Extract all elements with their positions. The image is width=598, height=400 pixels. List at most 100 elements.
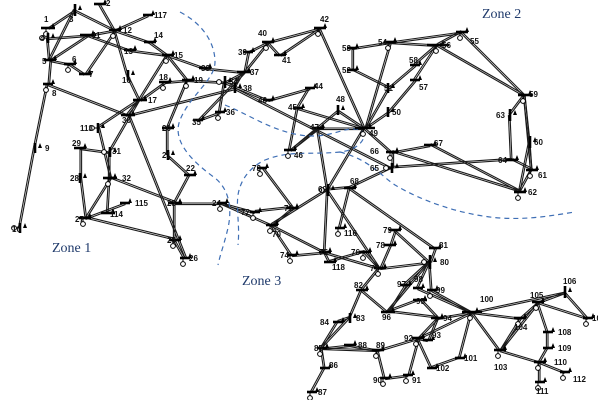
bus-label-6: 6 [72, 55, 77, 64]
load-arrow-icon [475, 307, 479, 312]
line-26-30-parallel [128, 114, 187, 258]
line-101-102-parallel [431, 355, 460, 368]
line-63-64-parallel [507, 115, 511, 161]
line-100-103-parallel [470, 312, 500, 352]
line-105-107 [537, 301, 589, 319]
load-arrow-icon [91, 30, 95, 35]
line-80-97 [404, 261, 431, 286]
line-13-15 [129, 49, 169, 56]
load-arrow-icon [433, 257, 437, 262]
line-109-110 [539, 347, 549, 363]
load-arrow-icon [193, 170, 197, 175]
load-arrow-icon [355, 43, 359, 48]
load-arrow-icon [225, 198, 229, 203]
line-68-116 [339, 187, 351, 229]
load-arrow-icon [541, 297, 545, 302]
load-arrow-icon [178, 198, 182, 203]
line-98-100-parallel [417, 288, 472, 314]
generator-icon [380, 381, 386, 387]
line-64-65-parallel [391, 157, 512, 167]
line-22-23 [174, 174, 191, 204]
line-94-95 [419, 299, 438, 319]
load-arrow-icon [465, 27, 469, 32]
line-51-52 [351, 69, 389, 89]
load-arrow-icon [113, 147, 117, 152]
generator-icon [375, 271, 381, 277]
bus-label-109: 109 [558, 344, 572, 353]
bus-label-15: 15 [174, 51, 183, 60]
bus-label-2: 2 [106, 0, 111, 8]
line-14-15 [149, 41, 169, 56]
line-70-75 [271, 224, 326, 253]
load-arrow-icon [368, 247, 372, 252]
line-24-72 [221, 202, 256, 213]
bus-label-48: 48 [336, 95, 345, 104]
line-100-103 [471, 311, 501, 351]
line-80-98-parallel [416, 261, 430, 288]
line-103-110 [499, 349, 541, 363]
bus-label-57: 57 [419, 83, 428, 92]
bus-label-97: 97 [397, 280, 406, 289]
line-2-12-parallel [98, 4, 115, 32]
load-arrow-icon [323, 23, 327, 28]
bus-label-33: 33 [201, 64, 210, 73]
bus-label-45: 45 [288, 103, 297, 112]
load-arrow-icon [393, 240, 397, 245]
load-arrow-icon [388, 373, 392, 378]
bus-label-116: 116 [344, 229, 357, 238]
line-43-44-parallel [268, 89, 311, 103]
line-70-71 [271, 207, 293, 226]
line-51-52-parallel [352, 68, 389, 88]
line-93-94 [427, 317, 438, 341]
line-30-38 [127, 87, 236, 116]
bus-label-43: 43 [258, 96, 267, 105]
bus-label-93: 93 [432, 331, 441, 340]
generator-icon [183, 83, 189, 89]
generator-icon [535, 365, 541, 371]
line-82-83-parallel [348, 289, 362, 318]
line-71-73 [261, 167, 293, 209]
line-49-54 [364, 41, 391, 129]
line-94-96 [387, 311, 438, 319]
bus-label-25: 25 [167, 236, 176, 245]
generator-icon [65, 67, 71, 73]
line-74-75-parallel [292, 253, 326, 258]
bus-label-18: 18 [159, 73, 168, 82]
bus-label-30: 30 [122, 116, 131, 125]
line-15-19-parallel [166, 55, 188, 82]
line-69-75 [324, 189, 329, 253]
generator-icon [421, 259, 427, 265]
bus-label-13: 13 [124, 47, 133, 56]
generator-icon [215, 115, 221, 121]
line-84-85 [321, 321, 339, 349]
line-85-86 [321, 347, 326, 369]
line-77-82-parallel [360, 266, 380, 290]
line-96-97-parallel [388, 285, 407, 314]
bus-label-24: 24 [212, 199, 221, 208]
line-94-96-parallel [388, 309, 438, 317]
bus-label-21: 21 [162, 151, 171, 160]
load-arrow-icon [178, 235, 182, 240]
generator-icon [180, 261, 186, 267]
bus-label-7: 7 [89, 70, 94, 79]
bus-label-54: 54 [378, 38, 387, 47]
line-66-67-parallel [392, 146, 431, 155]
load-arrow-icon [391, 83, 395, 88]
load-arrow-icon [523, 187, 527, 192]
line-76-77-parallel [363, 252, 380, 270]
line-12-16-parallel [112, 30, 127, 76]
line-106-107-parallel [563, 292, 588, 320]
load-arrow-icon [513, 110, 517, 115]
generator-icon [263, 45, 269, 51]
load-arrow-icon [283, 50, 287, 55]
bus-label-61: 61 [538, 171, 547, 180]
bus-label-44: 44 [314, 82, 323, 91]
load-arrow-icon [533, 137, 537, 142]
bus-label-94: 94 [443, 314, 452, 323]
bus-label-77: 77 [370, 264, 379, 273]
bus-label-12: 12 [123, 26, 132, 35]
line-85-89-parallel [321, 349, 378, 353]
load-arrow-icon [441, 40, 445, 45]
load-arrow-icon [113, 173, 117, 178]
generator-icon [360, 131, 366, 137]
